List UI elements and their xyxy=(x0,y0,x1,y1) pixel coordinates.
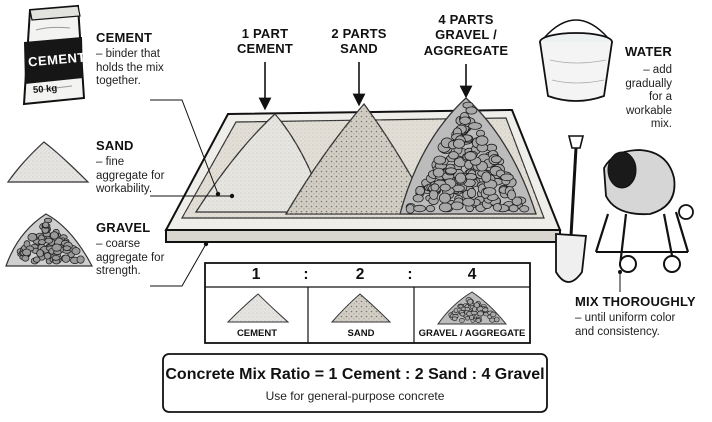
part-gravel-line2: GRAVEL / xyxy=(435,27,497,43)
part-gravel-line3: AGGREGATE xyxy=(423,42,509,58)
mix-desc: – until uniform color and consistency. xyxy=(575,312,676,338)
ratio-value-gravel: 4 xyxy=(467,266,477,283)
tray-gravel-pile-icon xyxy=(399,97,537,215)
part-cement-line1: 1 PART xyxy=(241,26,289,41)
water-bucket-icon xyxy=(539,19,613,102)
ratio-separator-1: : xyxy=(303,266,309,283)
footer-title: Concrete Mix Ratio = 1 Cement : 2 Sand :… xyxy=(165,366,545,383)
part-sand-line1: 2 PARTS xyxy=(331,26,387,41)
gravel-pile-icon xyxy=(5,213,93,267)
ratio-gravel-pile-icon xyxy=(437,291,508,325)
cement-bag-icon xyxy=(22,4,86,106)
cement-title: CEMENT xyxy=(96,30,153,45)
sand-title: SAND xyxy=(96,138,134,153)
mix-title: MIX THOROUGHLY xyxy=(575,294,696,309)
part-sand-label: 2 PARTS SAND xyxy=(319,26,399,57)
ratio-label-cement: CEMENT xyxy=(236,328,278,339)
part-cement-label: 1 PART CEMENT xyxy=(225,26,305,57)
part-cement-line2: CEMENT xyxy=(236,41,294,57)
footer-subtitle: Use for general-purpose concrete xyxy=(265,389,445,403)
water-title: WATER xyxy=(625,44,672,59)
water-desc: – add gradually for a workable mix. xyxy=(625,64,672,131)
part-sand-line2: SAND xyxy=(340,41,378,57)
ratio-label-sand: SAND xyxy=(347,328,375,339)
concrete-mixer-icon xyxy=(594,149,694,273)
ratio-separator-2: : xyxy=(407,266,413,283)
bag-weight: 50 kg xyxy=(32,82,58,97)
ratio-value-cement: 1 xyxy=(251,266,261,283)
ratio-value-sand: 2 xyxy=(355,266,365,283)
gravel-desc: – coarse aggregate for strength. xyxy=(96,238,165,278)
shovel-icon xyxy=(555,135,587,283)
ratio-label-gravel: GRAVEL / AGGREGATE xyxy=(418,328,526,339)
part-gravel-label: 4 PARTS GRAVEL / AGGREGATE xyxy=(418,12,514,58)
cement-desc: – binder that holds the mix together. xyxy=(96,48,164,88)
sand-desc: – fine aggregate for workability. xyxy=(96,156,165,196)
gravel-title: GRAVEL xyxy=(96,220,151,235)
part-gravel-line1: 4 PARTS xyxy=(438,12,494,27)
